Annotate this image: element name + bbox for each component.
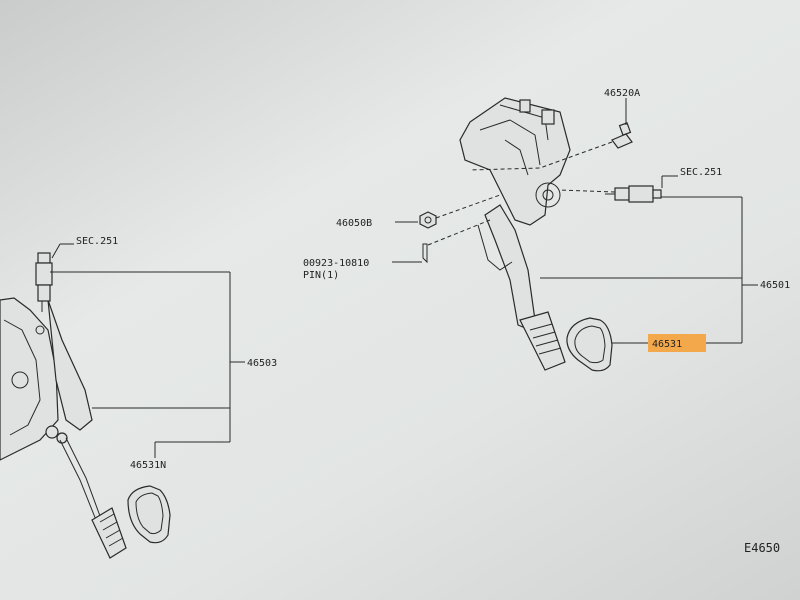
label-sec251-left: SEC.251: [76, 236, 118, 247]
right-callout-lines: [392, 98, 758, 344]
brake-pedal-assembly: [419, 97, 662, 372]
diagram-code: E4650: [744, 541, 780, 555]
label-sec251-right: SEC.251: [680, 167, 722, 178]
label-46531: 46531: [652, 339, 682, 350]
label-pin: PIN(1): [303, 270, 339, 281]
label-46501: 46501: [760, 280, 790, 291]
label-46520a: 46520A: [604, 88, 640, 99]
accelerator-pedal-assembly: [0, 252, 171, 559]
part-46531-highlight: [648, 334, 706, 352]
label-46050b: 46050B: [336, 218, 372, 229]
label-00923-10810: 00923-10810: [303, 258, 369, 269]
label-46531n: 46531N: [130, 460, 166, 471]
label-46503: 46503: [247, 358, 277, 369]
left-callout-lines: [50, 243, 245, 458]
